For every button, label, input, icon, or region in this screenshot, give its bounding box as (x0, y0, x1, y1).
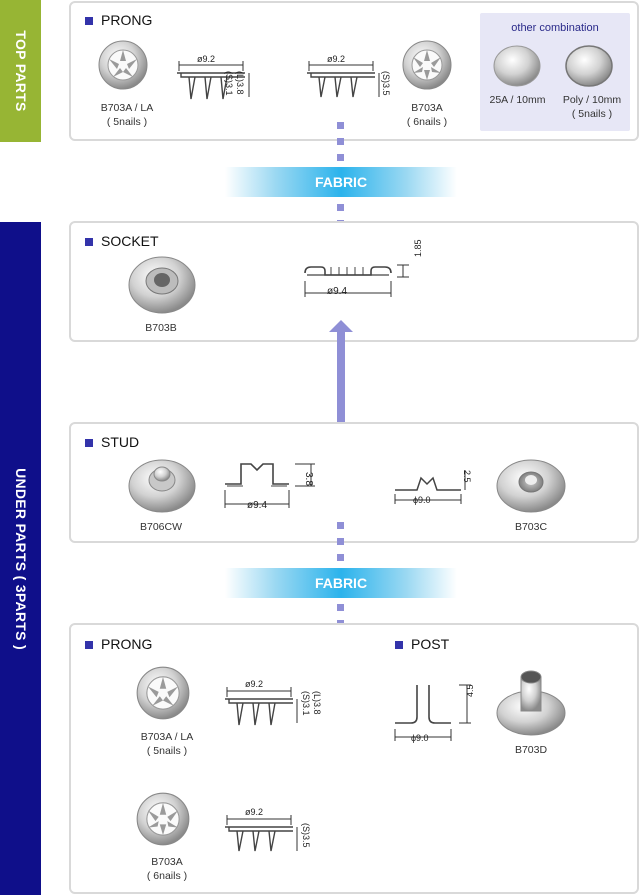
product-code: B703A / LA (140, 731, 194, 743)
connector-dot (337, 154, 344, 161)
prong-ring-5nails-image (98, 40, 148, 90)
connector-dot (337, 554, 344, 561)
top-parts-label: TOP PARTS (12, 30, 29, 112)
panel-title: STUD (101, 434, 140, 450)
panel-title: PRONG (101, 636, 153, 652)
panel-title: POST (411, 636, 450, 652)
fabric-band: FABRIC (225, 568, 457, 598)
height-label-s: (S)3.5 (381, 71, 391, 96)
product-code: B703D (514, 744, 548, 756)
prong-ring-6nails-image (402, 40, 452, 90)
product-code: B703A (151, 856, 183, 868)
top-prong-panel: PRONG B703A / LA ( 5nails ) ø9.2 (S)3.1 … (69, 1, 639, 141)
diameter-label: ø9.4 (327, 286, 348, 297)
stud-panel: STUD B706CW ø9.4 3.8 ϕ9.0 2.5 B703C (69, 422, 639, 543)
prong-ring-5nails-image (136, 666, 190, 720)
height-label-l: (L)3.8 (235, 71, 245, 95)
fabric-band: FABRIC (225, 167, 457, 197)
nail-count: ( 6nails ) (406, 116, 448, 128)
height-label: 4.5 (465, 684, 475, 697)
panel-title: SOCKET (101, 233, 159, 249)
under-parts-band: UNDER PARTS ( 3PARTS ) (0, 222, 41, 895)
bullet-icon (85, 439, 93, 447)
connector-dot (337, 522, 344, 529)
post-image (496, 670, 566, 736)
height-label-s: (S)3.5 (301, 823, 311, 848)
product-code: B703A (411, 102, 443, 114)
bullet-icon (85, 17, 93, 25)
product-code: B703B (145, 322, 177, 334)
under-parts-label: UNDER PARTS ( 3PARTS ) (12, 467, 29, 650)
diameter-label: ø9.2 (245, 807, 264, 817)
stud-image (128, 459, 196, 513)
diameter-label: ø9.2 (245, 679, 264, 689)
product-code: B703C (514, 521, 548, 533)
height-label-s: (S)3.1 (224, 71, 234, 96)
height-label-s: (S)3.1 (301, 691, 311, 716)
post-cross-section-drawing (394, 684, 471, 741)
bullet-icon (395, 641, 403, 649)
connector-dot (337, 604, 344, 611)
prong-cross-section-drawing (177, 61, 250, 100)
product-code: Poly / 10mm (562, 94, 622, 106)
product-code: B706CW (139, 521, 182, 533)
socket-cross-section-drawing (304, 264, 409, 297)
panel-title: PRONG (101, 12, 153, 28)
socket-panel: SOCKET B703B ø9.4 1.85 (69, 221, 639, 342)
poly-cap-button-image (565, 45, 613, 87)
other-combination-title: other combination (511, 22, 599, 34)
connector-dot (337, 538, 344, 545)
socket-image (128, 256, 196, 314)
cap-button-image (493, 45, 541, 87)
top-parts-band: TOP PARTS (0, 0, 41, 142)
connector-dot (337, 138, 344, 145)
height-label: 2.5 (462, 470, 472, 483)
diameter-label: ø9.2 (197, 54, 216, 64)
nail-count: ( 5nails ) (106, 116, 148, 128)
engagement-arrow-icon (329, 320, 353, 442)
diameter-label: ϕ9.0 (411, 733, 429, 743)
nail-count: ( 5nails ) (146, 745, 188, 757)
diameter-label: ϕ9.0 (413, 495, 431, 505)
diameter-label: ø9.2 (327, 54, 346, 64)
nail-count: ( 6nails ) (146, 870, 188, 882)
prong-post-panel: PRONG B703A / LA ( 5nails ) ø9.2 (S)3.1 … (69, 623, 639, 894)
prong-cross-section-drawing (225, 687, 298, 726)
bullet-icon (85, 238, 93, 246)
height-label-l: (L)3.8 (312, 691, 322, 715)
bullet-icon (85, 641, 93, 649)
stud-top-view-image (496, 459, 566, 513)
connector-dot (337, 122, 344, 129)
prong-cross-section-drawing (225, 815, 298, 852)
stud-cross-section-drawing (224, 463, 315, 508)
diameter-label: ø9.4 (247, 500, 268, 511)
height-label: 1.85 (413, 239, 423, 257)
stud-cross-section-drawing (394, 470, 466, 504)
prong-cross-section-drawing (307, 61, 380, 98)
product-code: B703A / LA (100, 102, 154, 114)
connector-dot (337, 204, 344, 211)
height-label: 3.8 (303, 472, 314, 486)
nail-count: ( 5nails ) (571, 108, 613, 120)
other-combination-box: other combination 25A / 10mm Poly / 10mm… (480, 13, 630, 131)
product-code: 25A / 10mm (489, 94, 546, 106)
prong-ring-6nails-image (136, 792, 190, 846)
